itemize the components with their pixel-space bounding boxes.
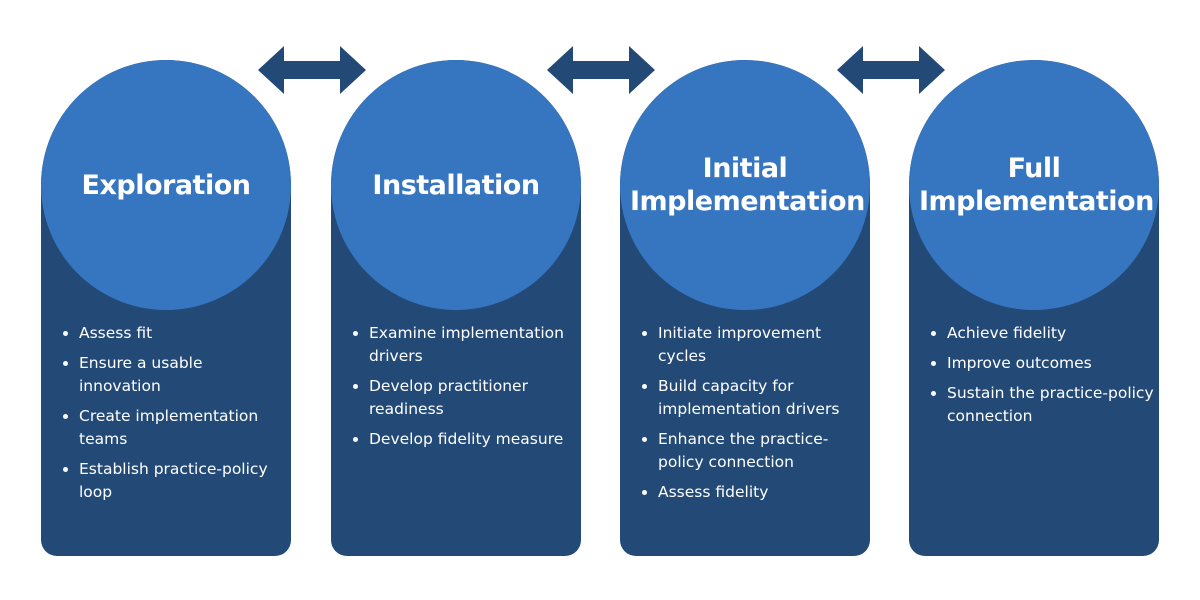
phase-card-full-implementation: Full Implementation Achieve fidelity Imp… — [909, 60, 1159, 556]
phase-bullet-list: Achieve fidelity Improve outcomes Sustai… — [931, 322, 1155, 435]
double-arrow-icon — [258, 46, 366, 94]
phase-header-circle: Exploration — [41, 60, 291, 310]
phase-header-circle: Installation — [331, 60, 581, 310]
phase-title: Full Implementation — [919, 152, 1154, 218]
phase-title-line: Implementation — [919, 186, 1154, 217]
phase-bullet-item: Achieve fidelity — [931, 322, 1155, 345]
phase-title-line: Exploration — [81, 169, 251, 201]
phase-bullet-item: Examine implementation drivers — [353, 322, 577, 368]
phase-title-line: Implementation — [630, 186, 865, 217]
phase-title-line: Initial — [702, 153, 788, 184]
phase-bullet-item: Develop fidelity measure — [353, 428, 577, 451]
phase-card-initial-implementation: Initial Implementation Initiate improvem… — [620, 60, 870, 556]
phase-bullet-list: Initiate improvement cycles Build capaci… — [642, 322, 866, 511]
phase-bullet-item: Sustain the practice-policy connection — [931, 382, 1155, 428]
phase-bullet-item: Establish practice-policy loop — [63, 458, 287, 504]
phase-card-exploration: Exploration Assess fit Ensure a usable i… — [41, 60, 291, 556]
phase-header-circle: Initial Implementation — [620, 60, 870, 310]
phase-title-line: Installation — [372, 169, 540, 201]
phase-bullet-item: Create implementation teams — [63, 405, 287, 451]
phase-bullet-item: Initiate improvement cycles — [642, 322, 866, 368]
phase-title-line: Full — [1007, 153, 1061, 184]
phase-bullet-item: Ensure a usable innovation — [63, 352, 287, 398]
phase-bullet-item: Develop practitioner readiness — [353, 375, 577, 421]
phase-bullet-item: Enhance the practice-policy connection — [642, 428, 866, 474]
phase-bullet-item: Improve outcomes — [931, 352, 1155, 375]
phase-bullet-item: Assess fidelity — [642, 481, 866, 504]
phase-title: Initial Implementation — [630, 152, 865, 218]
phase-bullet-list: Examine implementation drivers Develop p… — [353, 322, 577, 458]
phase-title: Exploration — [51, 169, 281, 202]
phase-bullet-list: Assess fit Ensure a usable innovation Cr… — [63, 322, 287, 511]
phase-header-circle: Full Implementation — [909, 60, 1159, 310]
double-arrow-icon — [547, 46, 655, 94]
phase-bullet-item: Build capacity for implementation driver… — [642, 375, 866, 421]
double-arrow-icon — [837, 46, 945, 94]
phase-card-installation: Installation Examine implementation driv… — [331, 60, 581, 556]
phase-title: Installation — [341, 169, 571, 202]
phase-bullet-item: Assess fit — [63, 322, 287, 345]
